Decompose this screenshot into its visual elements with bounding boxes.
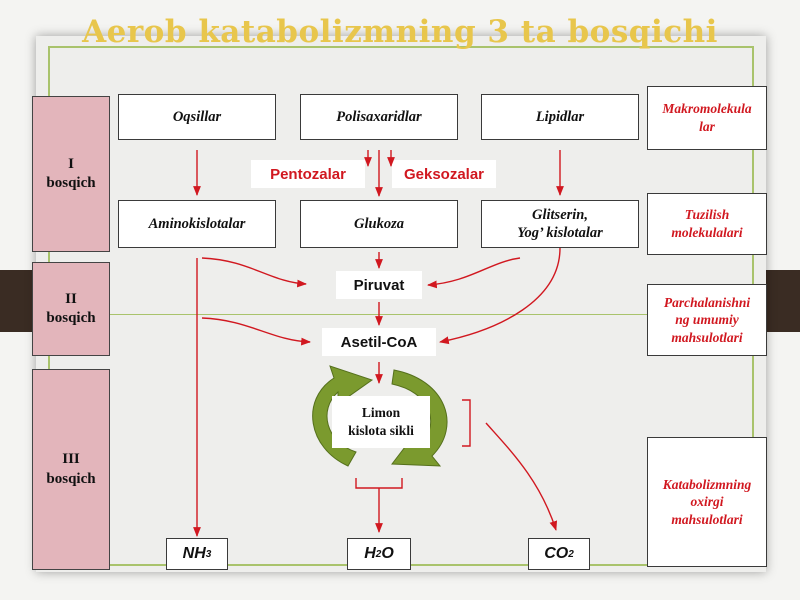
arrow-fatty-acetyl [439,247,561,345]
h2o-pre: H [364,545,376,562]
arrow-glycerol-pyruvate [427,257,521,289]
slide-title: Aerob katabolizmning 3 ta bosqichi [82,14,718,50]
box-polysaccharides: Polisaxaridlar [300,94,458,140]
arrow-amino-acetyl [201,317,311,346]
h2o-sub: 2 [375,548,382,560]
bracket-right [462,399,471,447]
h2o-post: O [381,545,394,562]
stage-2-label: II bosqich [32,262,110,356]
node-acetyl-coa: Asetil-CoA [322,328,436,356]
nh3-main: NH [182,545,206,562]
box-proteins: Oqsillar [118,94,276,140]
side-macromolecules: Makromolekula lar [647,86,767,150]
divider-line [48,314,754,315]
stage-3-label: III bosqich [32,369,110,570]
box-lipids: Lipidlar [481,94,639,140]
label-pentoses: Pentozalar [251,160,365,188]
box-amino-acids: Aminokislotalar [118,200,276,248]
side-common-products: Parchalanishni ng umumiy mahsulotlari [647,284,767,356]
box-glycerol-fatty-acids: Glitserin, Yog’ kislotalar [481,200,639,248]
side-end-products: Katabolizmning oxirgi mahsulotlari [647,437,767,567]
co2-sub: 2 [568,548,574,560]
bracket-bottom [355,478,403,489]
arrow-cycle-co2 [485,422,558,531]
side-building-blocks: Tuzilish molekulalari [647,193,767,255]
citric-acid-cycle-label: Limon kislota sikli [332,396,430,448]
node-pyruvate: Piruvat [336,271,422,299]
nh3-sub: 3 [205,548,212,560]
stage-1-label: I bosqich [32,96,110,252]
label-hexoses: Geksozalar [392,160,496,188]
box-glucose: Glukoza [300,200,458,248]
arrow-amino-pyruvate [201,257,307,288]
co2-main: CO [544,545,569,562]
